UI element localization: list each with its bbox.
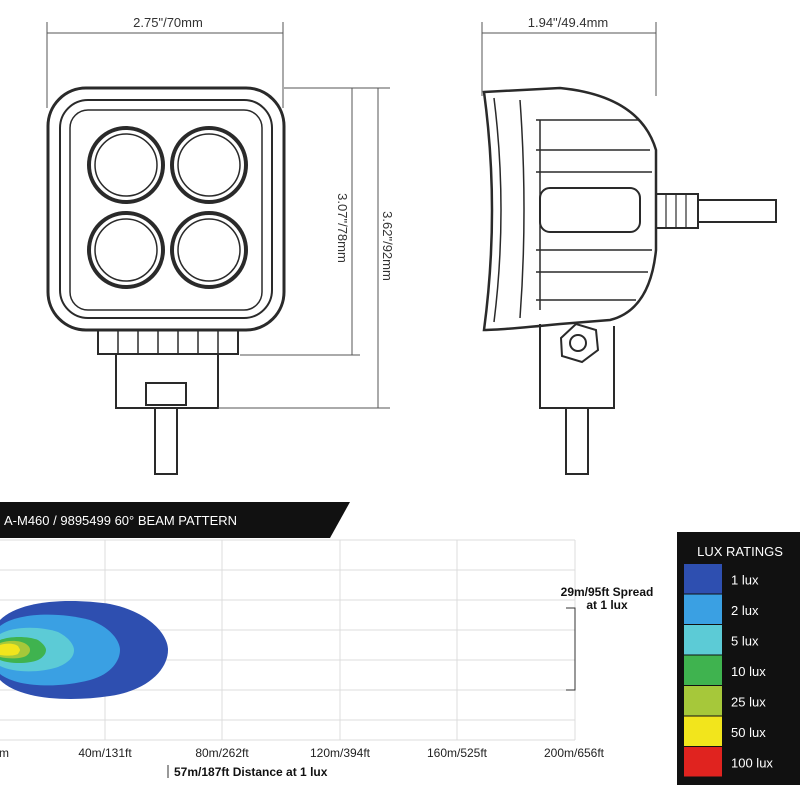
x-tick-4: 160m/525ft	[427, 746, 488, 760]
beam-pattern-chart: A-M460 / 9895499 60° BEAM PATTERN 29m/95…	[0, 502, 653, 779]
spread-bracket	[566, 607, 576, 691]
legend-swatch-4	[684, 686, 722, 716]
beam-title: A-M460 / 9895499 60° BEAM PATTERN	[4, 513, 237, 528]
legend-title: LUX RATINGS	[697, 544, 783, 559]
overall-height-label: 3.62"/92mm	[380, 211, 395, 281]
legend-swatch-5	[684, 716, 722, 746]
beam-contour-50lux	[0, 643, 20, 656]
legend-swatch-2	[684, 625, 722, 655]
x-tick-5: 200m/656ft	[544, 746, 605, 760]
lux-legend: LUX RATINGS 1 lux 2 lux 5 lux 10 lux 25 lux 5…	[677, 532, 800, 785]
legend-label-3: 10 lux	[731, 664, 766, 679]
legend-label-1: 2 lux	[731, 603, 759, 618]
front-view-drawing	[46, 22, 390, 475]
side-depth-label: 1.94"/49.4mm	[528, 15, 609, 30]
legend-label-4: 25 lux	[731, 694, 766, 709]
legend-label-0: 1 lux	[731, 572, 759, 587]
side-view-drawing	[481, 22, 777, 475]
legend-label-2: 5 lux	[731, 633, 759, 648]
lens-height-label: 3.07"/78mm	[335, 193, 350, 263]
x-tick-2: 80m/262ft	[195, 746, 249, 760]
legend-label-5: 50 lux	[731, 725, 766, 740]
x-tick-3: 120m/394ft	[310, 746, 371, 760]
x-tick-0: m	[0, 746, 9, 760]
beam-title-banner	[0, 502, 350, 538]
legend-swatch-0	[684, 564, 722, 594]
distance-note: 57m/187ft Distance at 1 lux	[174, 765, 328, 779]
spread-note-line2: at 1 lux	[586, 598, 628, 612]
front-width-label: 2.75"/70mm	[133, 15, 203, 30]
legend-swatch-1	[684, 594, 722, 624]
legend-swatch-3	[684, 655, 722, 685]
legend-label-6: 100 lux	[731, 755, 773, 770]
spread-note-line1: 29m/95ft Spread	[561, 585, 654, 599]
legend-swatch-6	[684, 747, 722, 777]
x-tick-1: 40m/131ft	[78, 746, 132, 760]
